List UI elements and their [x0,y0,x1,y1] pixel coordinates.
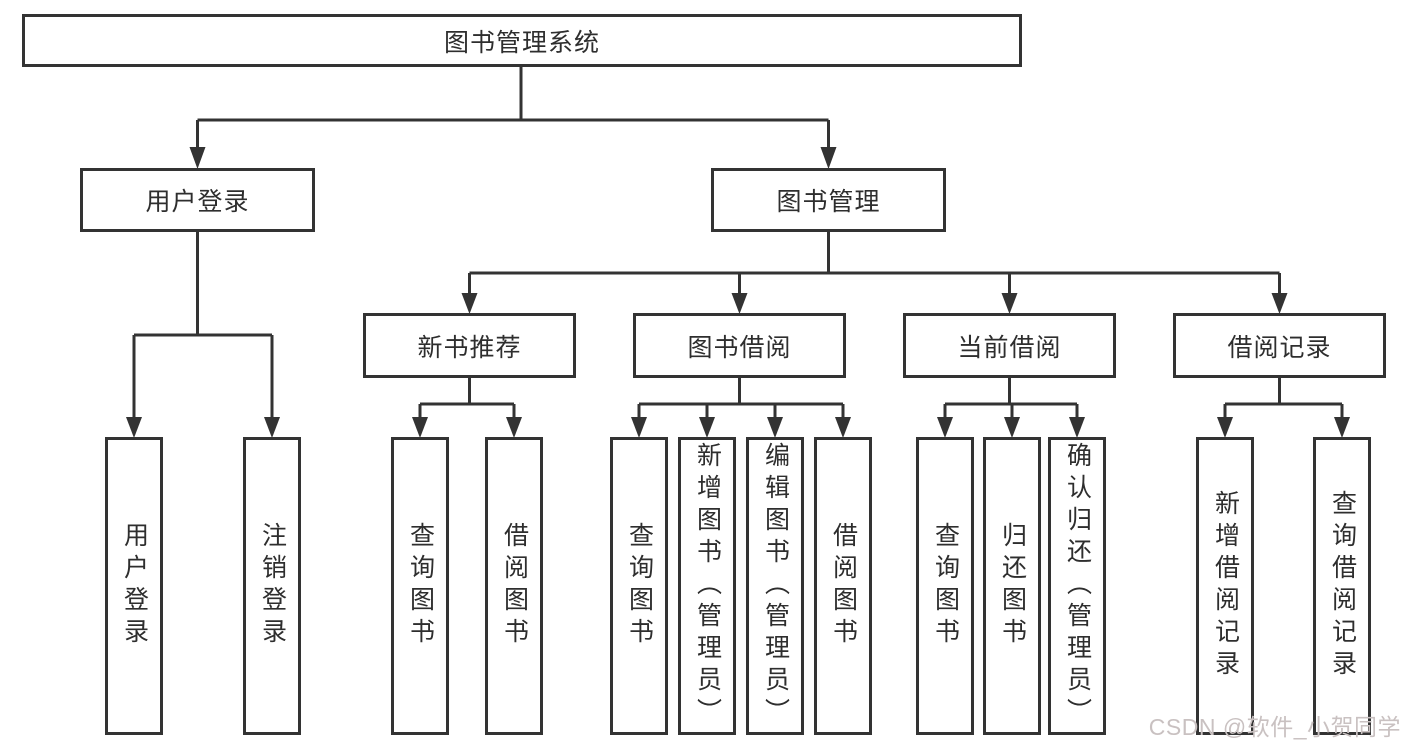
arrow-leaf-4 [506,417,522,438]
leaf-query-books-current-label: 查询图书 [931,522,960,650]
arrow-to-borrow-record-module [1271,293,1288,314]
node-book-management: 图书管理 [711,168,946,232]
node-current-borrow: 当前借阅 [903,313,1116,378]
arrow-leaf-9 [937,417,953,438]
leaf-borrow-books-recommend-label: 借阅图书 [500,522,529,650]
leaf-edit-book-admin-label: 编辑图书（管理员） [761,442,790,730]
leaf-add-borrow-record-label: 新增借阅记录 [1211,490,1240,682]
connector-login-to-leaves [132,232,274,421]
arrowheads [126,147,1350,438]
leaf-logout: 注销登录 [243,437,301,735]
node-user-login-label: 用户登录 [145,188,250,216]
node-root-label: 图书管理系统 [443,28,600,57]
connector-recommend-to-leaves [418,378,516,421]
node-book-borrow-label: 图书借阅 [687,333,792,362]
connector-borrow-to-leaves [637,378,845,421]
node-borrow-record-label: 借阅记录 [1227,333,1332,362]
csdn-watermark: CSDN @软件_小贺同学 [1148,714,1401,740]
arrow-leaf-2 [264,417,280,438]
connector-records-to-leaves [1223,378,1344,421]
node-root: 图书管理系统 [22,14,1022,67]
node-current-borrow-label: 当前借阅 [957,333,1062,362]
leaf-return-book: 归还图书 [983,437,1041,735]
leaf-query-books-recommend-label: 查询图书 [406,522,435,650]
arrow-leaf-7 [767,417,783,438]
leaf-query-books-borrow-label: 查询图书 [625,522,654,650]
arrow-leaf-12 [1217,417,1233,438]
arrow-to-current-borrow-module [1001,293,1018,314]
leaf-confirm-return-admin: 确认归还（管理员） [1048,437,1106,735]
leaf-logout-label: 注销登录 [258,522,287,650]
arrow-to-user-login [189,147,206,169]
arrow-leaf-6 [699,417,715,438]
node-book-management-label: 图书管理 [776,188,881,216]
leaf-query-borrow-record-label: 查询借阅记录 [1328,490,1357,682]
node-user-login: 用户登录 [80,168,315,232]
leaf-add-book-admin: 新增图书（管理员） [678,437,736,735]
connector-management-to-modules [468,232,1281,297]
arrow-leaf-10 [1004,417,1020,438]
leaf-query-books-borrow: 查询图书 [610,437,668,735]
arrow-leaf-5 [631,417,647,438]
arrow-leaf-8 [835,417,851,438]
leaf-confirm-return-admin-label: 确认归还（管理员） [1063,442,1092,730]
leaf-add-book-admin-label: 新增图书（管理员） [693,442,722,730]
arrow-to-new-book-module [461,293,478,314]
arrow-leaf-1 [126,417,142,438]
leaf-user-login: 用户登录 [105,437,163,735]
leaf-return-book-label: 归还图书 [998,522,1027,650]
connector-root-to-branches [196,67,830,152]
arrow-leaf-13 [1334,417,1350,438]
leaf-query-books-current: 查询图书 [916,437,974,735]
leaf-query-borrow-record: 查询借阅记录 [1313,437,1371,735]
leaf-borrow-books-borrow-label: 借阅图书 [829,522,858,650]
arrow-leaf-11 [1069,417,1085,438]
arrow-leaf-3 [412,417,428,438]
leaf-query-books-recommend: 查询图书 [391,437,449,735]
leaf-edit-book-admin: 编辑图书（管理员） [746,437,804,735]
node-new-book-recommend: 新书推荐 [363,313,576,378]
leaf-user-login-label: 用户登录 [120,522,149,650]
arrow-to-book-borrow-module [731,293,748,314]
connector-current-to-leaves [943,378,1079,421]
leaf-add-borrow-record: 新增借阅记录 [1196,437,1254,735]
node-book-borrow: 图书借阅 [633,313,846,378]
node-new-book-recommend-label: 新书推荐 [417,333,522,362]
leaf-borrow-books-borrow: 借阅图书 [814,437,872,735]
arrow-to-book-management [820,147,837,169]
node-borrow-record: 借阅记录 [1173,313,1386,378]
leaf-borrow-books-recommend: 借阅图书 [485,437,543,735]
